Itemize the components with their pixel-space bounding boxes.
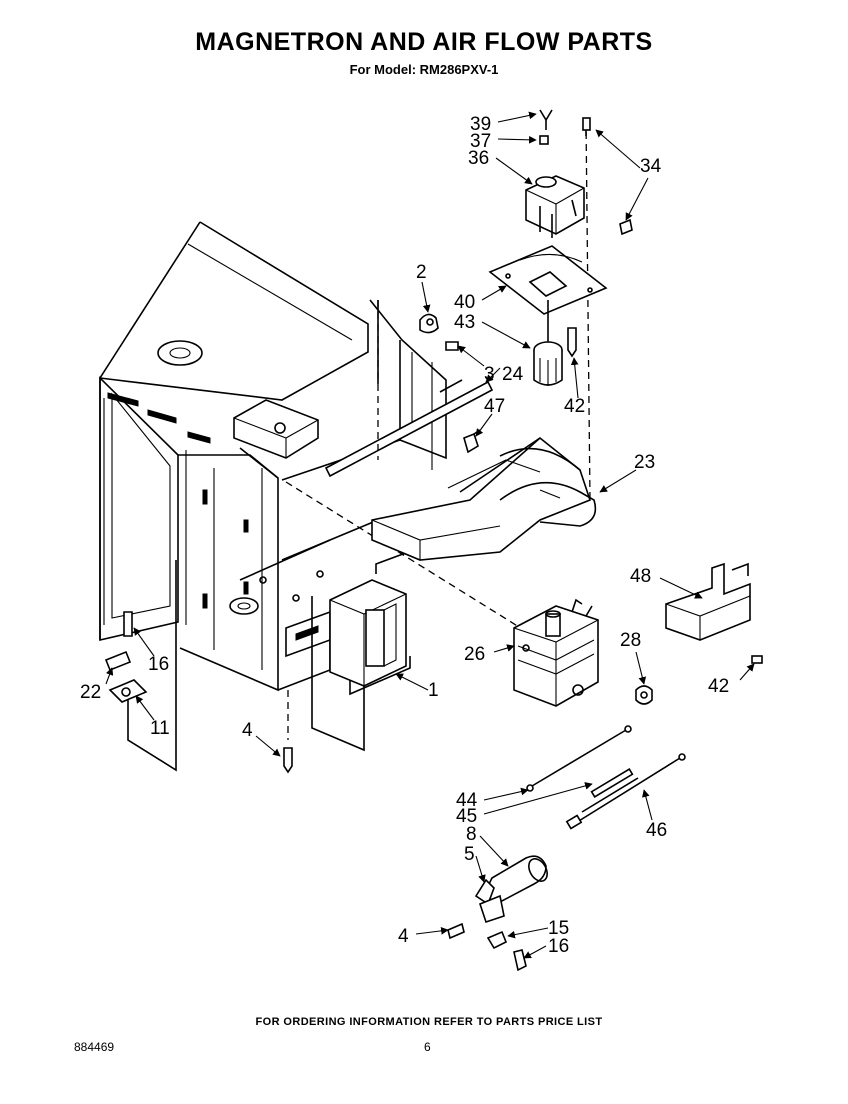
part-47-clip <box>463 429 481 454</box>
part-1-transformer <box>311 543 431 752</box>
callout-43: 43 <box>454 312 475 333</box>
callout-47: 47 <box>484 396 505 417</box>
part-22-11-16-fuse-holder <box>104 560 177 772</box>
callout-1: 1 <box>428 680 439 701</box>
callout-28: 28 <box>620 630 641 651</box>
oven-cabinet <box>99 221 494 692</box>
callout-42-upper: 42 <box>564 396 585 417</box>
callout-22: 22 <box>80 682 101 703</box>
callout-39: 39 <box>470 114 491 135</box>
callout-16-left: 16 <box>148 654 169 675</box>
callout-46: 46 <box>646 820 667 841</box>
part-16-screw-lower <box>513 949 527 972</box>
callout-45: 45 <box>456 806 477 827</box>
callout-42-lower: 42 <box>708 676 729 697</box>
part-40-mounting-plate <box>488 245 608 315</box>
callout-8: 8 <box>466 824 477 845</box>
part-4-screw-left <box>283 747 293 774</box>
callout-26: 26 <box>464 644 485 665</box>
part-23-air-duct <box>371 436 597 561</box>
page-title: MAGNETRON AND AIR FLOW PARTS <box>195 28 653 56</box>
ordering-note: FOR ORDERING INFORMATION REFER TO PARTS … <box>255 1016 603 1028</box>
part-48-bracket <box>665 562 763 664</box>
callout-15: 15 <box>548 918 569 939</box>
callout-36: 36 <box>468 148 489 169</box>
callout-24: 24 <box>502 364 524 385</box>
part-42-screw-upper <box>567 327 577 358</box>
part-28-thermal-cutout <box>635 685 653 705</box>
callout-4-left: 4 <box>242 720 253 741</box>
part-15-diode <box>486 930 508 950</box>
document-number: 884469 <box>74 1040 115 1054</box>
page-number: 6 <box>424 1040 431 1054</box>
part-8-capacitor <box>485 855 548 903</box>
callout-11: 11 <box>150 718 170 739</box>
dashed-leaders <box>285 119 591 740</box>
callout-labels: 39 37 36 34 2 40 43 3 24 42 47 23 48 26 … <box>80 114 729 957</box>
part-36-fan-motor <box>525 109 585 238</box>
callout-40: 40 <box>454 292 475 313</box>
part-26-magnetron <box>513 598 599 707</box>
callout-44: 44 <box>456 790 478 811</box>
callout-5: 5 <box>464 844 475 865</box>
part-34-screws <box>582 117 633 236</box>
model-subtitle: For Model: RM286PXV-1 <box>349 62 499 77</box>
callout-3: 3 <box>484 364 495 385</box>
part-2-thermostat <box>419 313 459 351</box>
callout-arrows <box>105 111 755 959</box>
callout-34: 34 <box>640 156 662 177</box>
callout-2: 2 <box>416 262 427 283</box>
callout-37: 37 <box>470 131 491 152</box>
part-43-fan-blade <box>533 300 563 386</box>
part-4-screw-lower <box>447 922 465 940</box>
callout-48: 48 <box>630 566 651 587</box>
callout-4-lower: 4 <box>398 926 409 947</box>
callout-23: 23 <box>634 452 655 473</box>
part-5-capacitor-bracket <box>474 878 505 924</box>
callout-16-lower: 16 <box>548 936 569 957</box>
part-44-45-46-wire-leads <box>526 725 686 830</box>
